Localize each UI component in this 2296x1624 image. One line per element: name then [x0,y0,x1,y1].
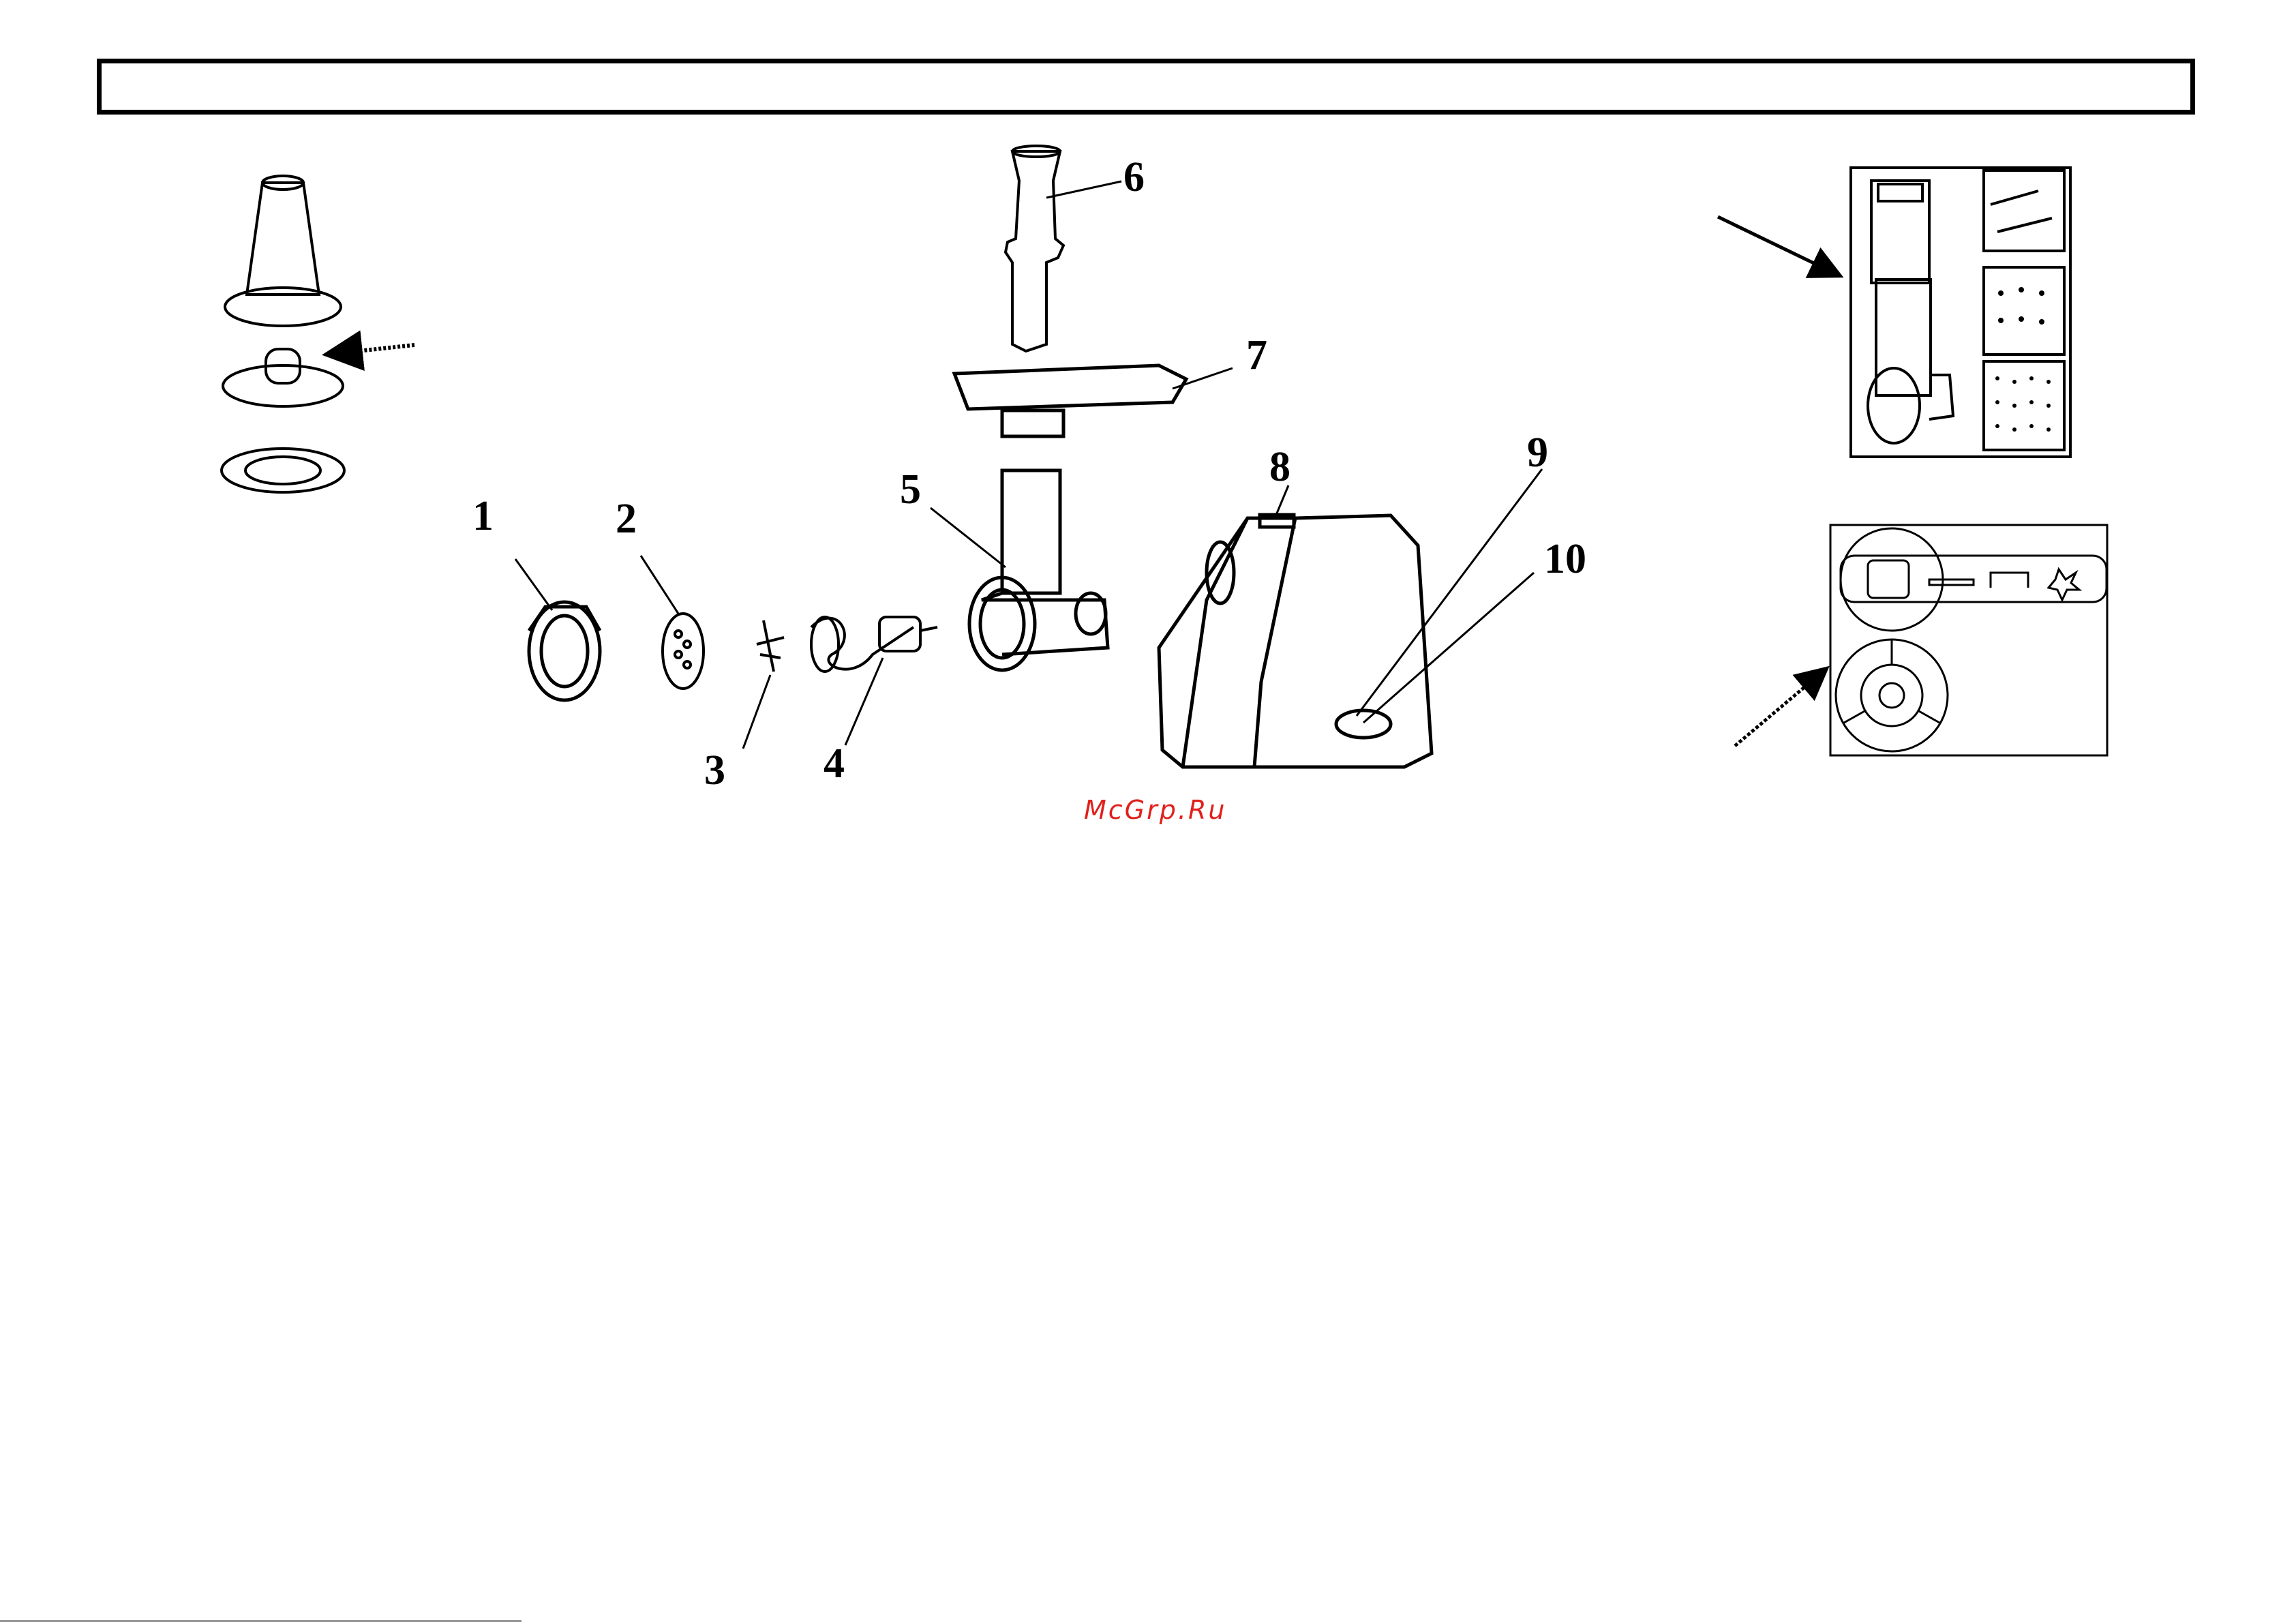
cookie-attachment [1830,525,2107,755]
cookie-arrow [1735,668,1827,746]
slicer-attachment [1851,168,2070,457]
slicer-arrow [1718,217,1841,276]
callout-1: 1 [472,493,494,539]
footer-rule [0,1620,522,1622]
ring-nut [529,602,600,700]
callout-9: 9 [1527,430,1548,476]
watermark: McGrp.Ru [1084,795,1226,825]
callout-5: 5 [900,466,921,513]
auger [811,617,937,672]
tray [954,365,1186,436]
leader-lines [515,181,1542,749]
grinding-plate [663,614,704,689]
grinder-head [969,470,1108,670]
pusher [1006,146,1063,351]
knife [757,620,784,672]
sausage-arrow [326,345,414,355]
callout-8: 8 [1269,444,1290,490]
motor-body [1159,515,1432,767]
slicer-drum-holes [1995,287,2051,432]
sausage-attachment [222,176,344,492]
callout-4: 4 [824,740,845,787]
callout-6: 6 [1123,154,1145,200]
callout-10: 10 [1544,536,1586,582]
callout-2: 2 [616,496,637,542]
callout-3: 3 [704,747,725,794]
callout-7: 7 [1246,332,1267,378]
